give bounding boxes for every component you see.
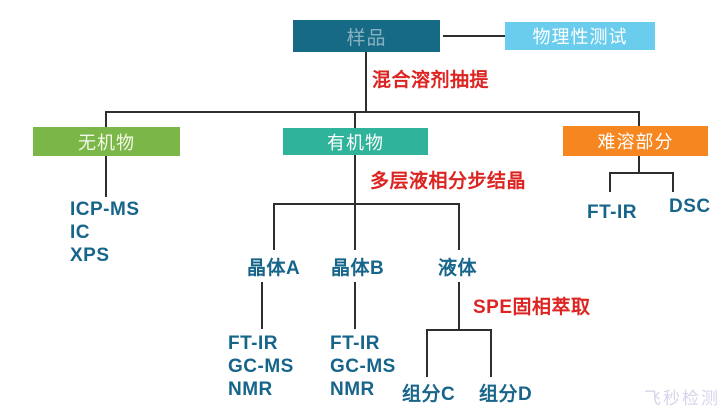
- method-list-crystal-a: FT-IR GC-MS NMR: [228, 332, 294, 401]
- label-crystal-b: 晶体B: [331, 258, 385, 279]
- node-organic: 有机物: [283, 128, 428, 155]
- method-list-inorganic: ICP-MS IC XPS: [70, 198, 140, 267]
- connector-sample-physical: [443, 35, 505, 37]
- connector-branch-top: [105, 111, 639, 113]
- method-label: FT-IR: [228, 333, 278, 354]
- connector-to-crystal-b: [354, 203, 356, 250]
- connector-to-fraction-c: [426, 329, 428, 377]
- connector-organic-down: [354, 155, 356, 203]
- connector-to-ftir: [609, 172, 611, 192]
- connector-sample-down: [365, 52, 367, 111]
- node-physical-test: 物理性测试: [505, 22, 655, 50]
- label-insoluble-ftir: FT-IR: [587, 202, 637, 223]
- label-liquid: 液体: [438, 258, 478, 279]
- method-label: XPS: [70, 245, 110, 266]
- method-label: ICP-MS: [70, 199, 140, 220]
- watermark-text: 飞秒检测: [644, 389, 720, 408]
- label-fraction-d: 组分D: [479, 384, 533, 405]
- node-inorganic: 无机物: [33, 127, 180, 156]
- method-label: GC-MS: [228, 356, 294, 377]
- method-list-crystal-b: FT-IR GC-MS NMR: [330, 332, 396, 401]
- method-label: IC: [70, 222, 90, 243]
- connector-inorganic-down: [105, 156, 107, 197]
- annotation-spe-extraction: SPE固相萃取: [473, 297, 591, 318]
- label-fraction-c: 组分C: [402, 384, 456, 405]
- connector-insoluble-down: [638, 156, 640, 172]
- connector-crystal-b-down: [354, 282, 356, 329]
- method-label: NMR: [330, 379, 375, 400]
- annotation-mixed-solvent-extraction: 混合溶剂抽提: [372, 70, 490, 91]
- annotation-multilayer-crystallization: 多层液相分步结晶: [370, 171, 527, 192]
- connector-to-insoluble: [638, 111, 640, 126]
- connector-liquid-down: [458, 282, 460, 329]
- label-insoluble-dsc: DSC: [669, 196, 711, 217]
- connector-to-liquid: [458, 203, 460, 250]
- node-insoluble: 难溶部分: [563, 126, 708, 156]
- connector-to-dsc: [672, 172, 674, 192]
- method-label: NMR: [228, 379, 273, 400]
- connector-to-crystal-a: [273, 203, 275, 250]
- connector-crystal-split: [273, 203, 460, 205]
- connector-to-fraction-d: [490, 329, 492, 377]
- connector-insoluble-split: [609, 172, 673, 174]
- method-label: FT-IR: [330, 333, 380, 354]
- connector-crystal-a-down: [261, 282, 263, 329]
- connector-fraction-split: [426, 329, 491, 331]
- connector-to-organic: [354, 111, 356, 128]
- node-sample: 样品: [293, 20, 440, 52]
- label-crystal-a: 晶体A: [247, 258, 301, 279]
- method-label: GC-MS: [330, 356, 396, 377]
- connector-to-inorganic: [105, 111, 107, 127]
